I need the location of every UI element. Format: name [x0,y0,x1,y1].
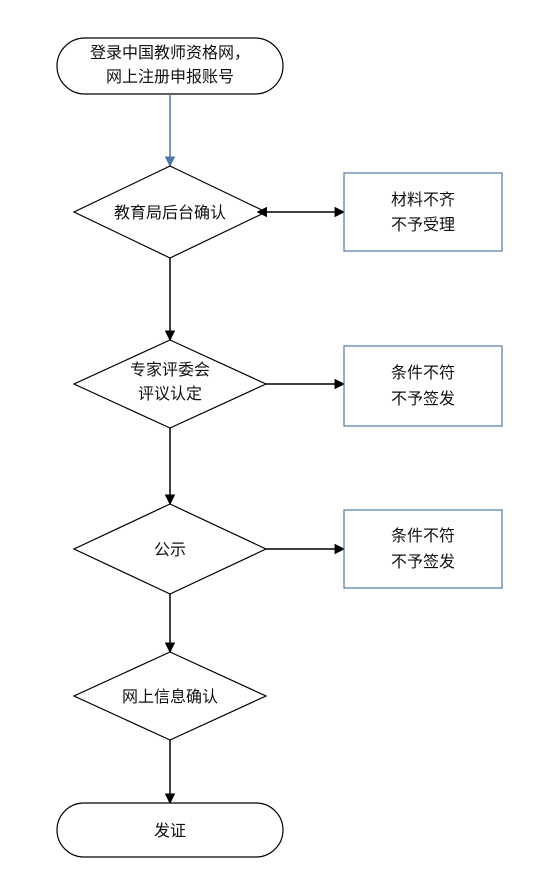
end-label: 发证 [154,821,186,840]
reject-box-publicity-line2: 不予签发 [391,552,455,571]
decision-publicity-label: 公示 [154,540,186,559]
reject-box-materials: 材料不齐 不予受理 [343,172,503,252]
decision-bureau-review: 教育局后台确认 [72,165,268,259]
reject-box-expert-line2: 不予签发 [391,389,455,408]
decision-bureau-review-label: 教育局后台确认 [114,203,226,222]
reject-box-materials-line1: 材料不齐 [391,190,455,209]
decision-online-confirm-label: 网上信息确认 [122,687,218,706]
reject-box-materials-line2: 不予受理 [391,215,455,234]
decision-expert-panel-line1: 专家评委会 [130,360,210,379]
reject-box-expert: 条件不符 不予签发 [343,345,503,427]
decision-expert-panel: 专家评委会 评议认定 [72,339,268,429]
start-node: 登录中国教师资格网， 网上注册申报账号 [56,37,284,95]
decision-expert-panel-line2: 评议认定 [138,384,202,403]
reject-box-expert-line1: 条件不符 [391,363,455,382]
reject-box-publicity: 条件不符 不予签发 [343,509,503,589]
decision-online-confirm: 网上信息确认 [72,651,268,741]
start-label-line2: 网上注册申报账号 [106,67,234,86]
start-label-line1: 登录中国教师资格网， [90,43,250,62]
reject-box-publicity-line1: 条件不符 [391,526,455,545]
decision-publicity: 公示 [72,503,268,595]
end-node: 发证 [56,802,284,858]
